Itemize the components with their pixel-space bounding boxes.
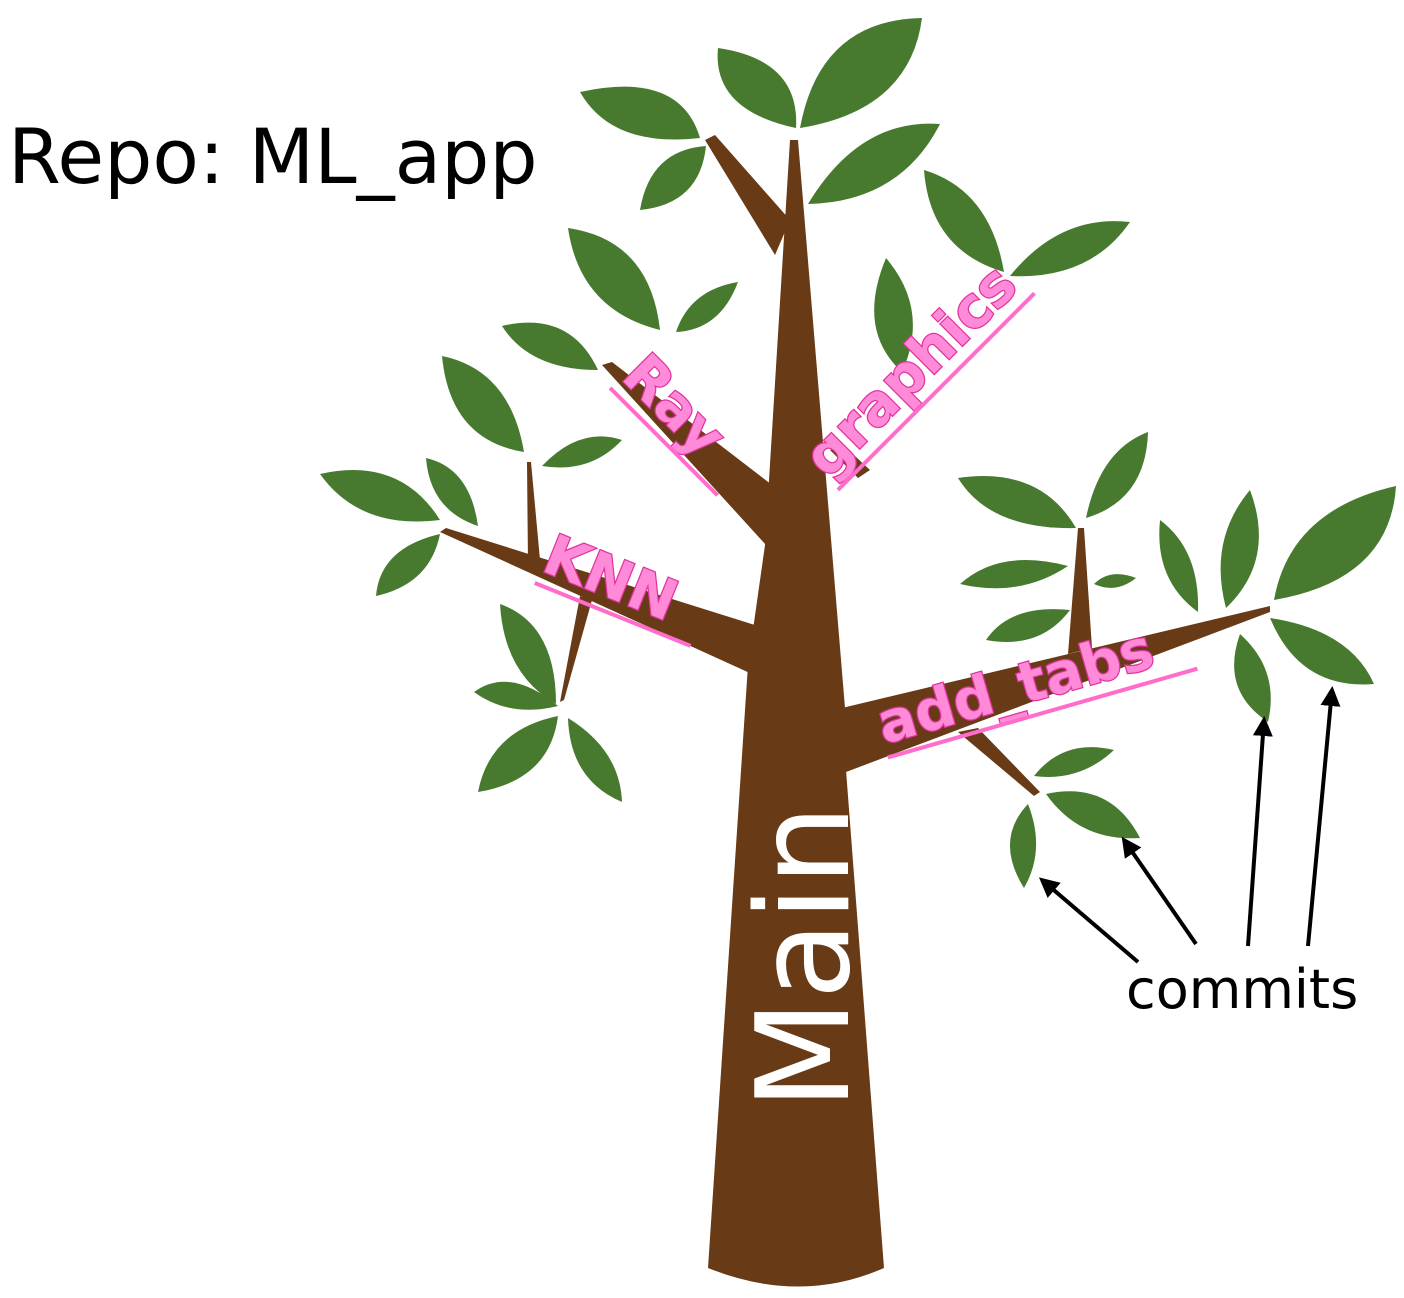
branch-ray [705,135,790,255]
leaf [1270,618,1374,685]
leaf [1094,574,1136,588]
branch-knn [440,528,758,674]
leaf [1220,490,1259,608]
branch-label-knn-underline [534,581,692,648]
leaf [1046,791,1140,839]
leaf [1010,221,1130,277]
branch-knn-twig-up [527,462,540,565]
branch-label-knn: KNN [535,523,687,635]
leaf [580,86,700,140]
leaf [960,560,1068,589]
trunk [708,140,884,1287]
leaf [320,470,440,522]
commit-arrow [1038,877,1140,964]
trunk-label: Main [730,804,879,1110]
leaf [1159,520,1199,612]
leaf [1234,634,1271,722]
leaf [986,609,1070,642]
leaf [874,258,913,372]
leaf [474,681,558,710]
leaf [376,534,440,596]
leaf [958,476,1076,529]
leaf [1086,432,1148,518]
leaf [426,458,478,526]
branch-add-tabs-twig-up [1068,528,1092,654]
leaf [442,356,524,452]
branch-add-tabs [842,606,1270,772]
commits-label: commits [1126,958,1358,1021]
branch-ray-lower [602,362,776,545]
branch-label-graphics-group: graphics [791,251,1036,492]
leaf [568,228,660,330]
branch-label-add-tabs-underline [887,666,1198,760]
leaf [808,123,940,204]
leaf [568,718,622,802]
commit-arrow [1246,716,1273,947]
leaf [1009,804,1037,888]
leaf [500,604,556,704]
leaf [717,48,797,128]
branch-label-graphics: graphics [792,252,1030,490]
commit-arrows [1038,686,1341,964]
leaf [542,436,622,468]
commit-arrow [1306,686,1341,947]
branch-add-tabs-twig-down [958,728,1040,796]
commit-arrow [1121,836,1198,946]
leaves [320,18,1396,888]
leaf [676,282,738,332]
diagram-title: Repo: ML_app [8,112,538,201]
branch-label-ray-underline [608,386,719,497]
leaf [640,146,706,210]
branch-label-graphics-underline [836,291,1036,492]
leaf [1274,486,1396,600]
leaf [1034,747,1114,777]
leaf [924,170,1004,272]
leaf [502,322,598,370]
branch-knn-twig-down [560,596,592,702]
leaf [800,18,922,128]
leaf [478,716,558,792]
